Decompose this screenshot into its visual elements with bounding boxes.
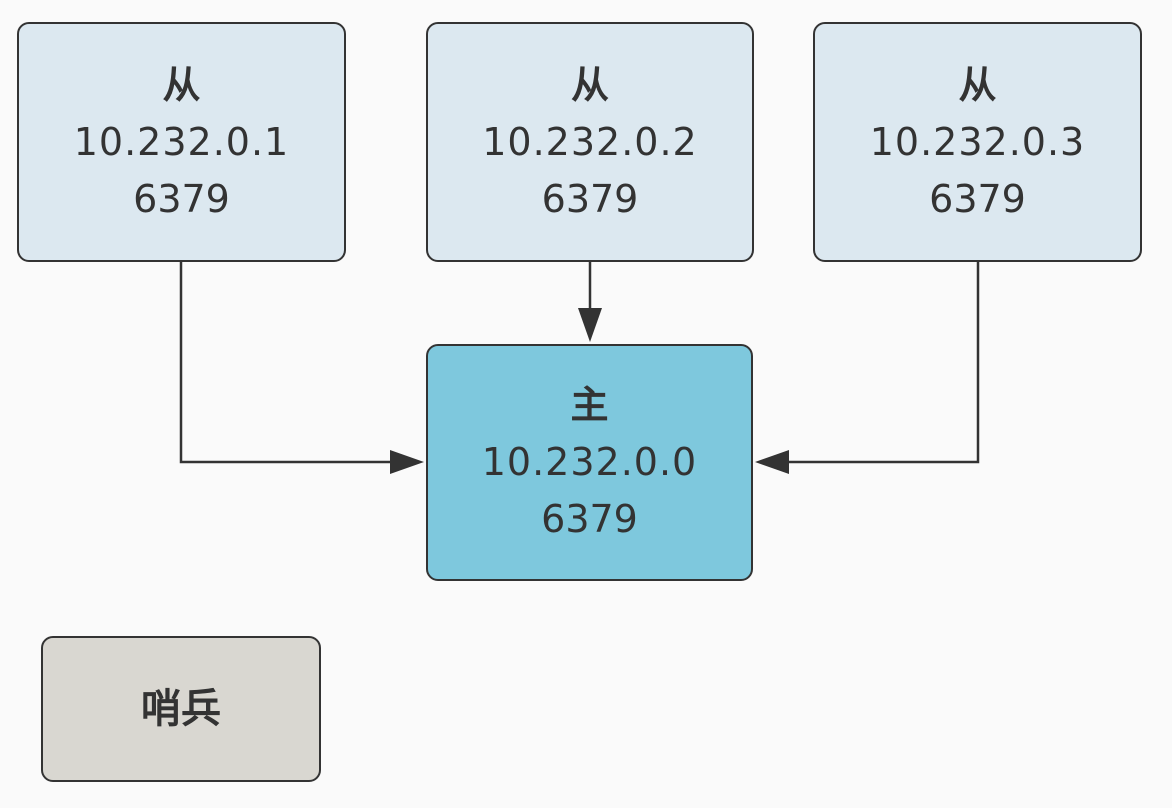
- slave-1-role: 从: [162, 62, 201, 107]
- master-node: 主 10.232.0.0 6379: [426, 344, 753, 581]
- sentinel-label: 哨兵: [141, 685, 221, 732]
- slave-1-port: 6379: [133, 176, 230, 221]
- slave-3-port: 6379: [929, 176, 1026, 221]
- master-role: 主: [570, 383, 609, 427]
- slave-node-3: 从 10.232.0.3 6379: [813, 22, 1142, 262]
- edge-slave-3-to-master: [772, 262, 980, 464]
- arrowhead-slave-1: [390, 450, 424, 474]
- arrowhead-slave-3: [755, 450, 789, 474]
- slave-2-port: 6379: [541, 176, 639, 221]
- master-port: 6379: [541, 497, 638, 541]
- slave-3-role: 从: [958, 62, 997, 107]
- slave-node-1: 从 10.232.0.1 6379: [17, 22, 346, 262]
- slave-2-role: 从: [570, 62, 609, 107]
- slave-1-ip: 10.232.0.1: [73, 119, 290, 164]
- slave-2-ip: 10.232.0.2: [482, 119, 698, 164]
- slave-node-2: 从 10.232.0.2 6379: [426, 22, 754, 262]
- edge-slave-1-to-master: [179, 262, 408, 464]
- master-ip: 10.232.0.0: [481, 440, 698, 484]
- arrowhead-slave-2: [578, 308, 602, 342]
- sentinel-node: 哨兵: [41, 636, 321, 782]
- slave-3-ip: 10.232.0.3: [869, 119, 1086, 164]
